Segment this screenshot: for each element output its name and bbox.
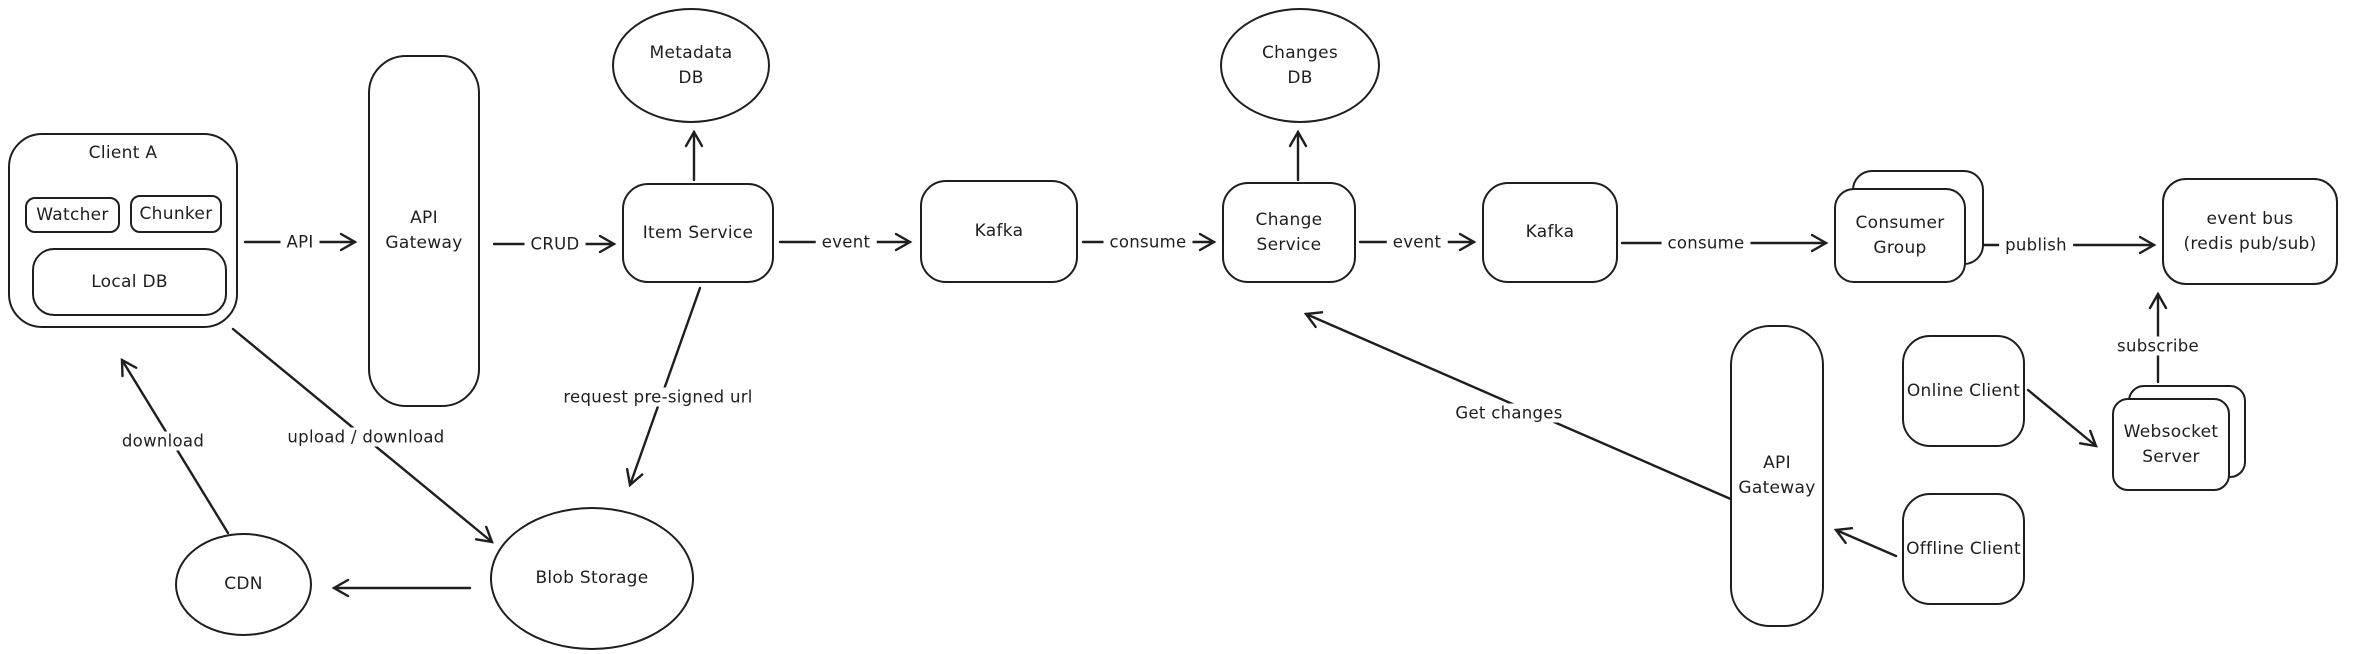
- local-db-label: Local DB: [91, 271, 168, 292]
- watcher-box: Watcher: [25, 197, 120, 233]
- kafka-1-label: Kafka: [974, 221, 1024, 242]
- cdn-label: CDN: [224, 574, 263, 595]
- blob-storage-label: Blob Storage: [535, 568, 649, 589]
- edge-label-get-changes: Get changes: [1449, 403, 1569, 423]
- edge-label-consume-2: consume: [1661, 233, 1751, 253]
- arrow-offlineclient-to-gateway2: [1833, 527, 1898, 558]
- offline-client-label: Offline Client: [1906, 538, 2021, 559]
- event-bus-label: event bus (redis pub/sub): [2183, 208, 2317, 254]
- edge-label-api: API: [280, 232, 320, 252]
- websocket-server-label: Websocket Server: [2123, 421, 2219, 467]
- edge-label-subscribe: subscribe: [2111, 336, 2205, 356]
- chunker-label: Chunker: [139, 203, 213, 224]
- edge-label-consume-1: consume: [1103, 232, 1193, 252]
- metadata-db-label: Metadata DB: [649, 42, 733, 88]
- api-gateway-2-label: API Gateway: [1738, 453, 1816, 498]
- kafka-1-box: Kafka: [920, 180, 1078, 283]
- online-client-label: Online Client: [1906, 380, 2021, 401]
- api-gateway-2-box: API Gateway: [1730, 325, 1824, 627]
- metadata-db-ellipse: Metadata DB: [612, 8, 770, 123]
- edge-label-download: download: [115, 431, 211, 451]
- edge-label-crud: CRUD: [524, 234, 586, 254]
- consumer-group-box: Consumer Group: [1834, 188, 1966, 283]
- kafka-2-label: Kafka: [1525, 222, 1575, 243]
- changes-db-ellipse: Changes DB: [1220, 8, 1380, 123]
- edge-label-upload-download: upload / download: [281, 427, 451, 447]
- offline-client-box: Offline Client: [1902, 493, 2025, 605]
- client-a-label: Client A: [88, 143, 158, 163]
- edge-label-event-2: event: [1386, 232, 1448, 252]
- local-db-box: Local DB: [32, 248, 227, 316]
- arrow-itemservice-to-blobstorage: [625, 286, 702, 488]
- chunker-box: Chunker: [130, 195, 222, 233]
- change-service-box: Change Service: [1222, 182, 1356, 283]
- api-gateway-1-label: API Gateway: [385, 208, 463, 253]
- online-client-box: Online Client: [1902, 335, 2025, 447]
- cdn-ellipse: CDN: [175, 533, 312, 636]
- item-service-label: Item Service: [642, 222, 754, 243]
- websocket-server-box: Websocket Server: [2112, 398, 2230, 491]
- changes-db-label: Changes DB: [1261, 42, 1339, 88]
- event-bus-box: event bus (redis pub/sub): [2162, 178, 2338, 285]
- blob-storage-ellipse: Blob Storage: [490, 507, 694, 650]
- kafka-2-box: Kafka: [1482, 182, 1618, 283]
- edge-label-publish: publish: [1999, 235, 2073, 255]
- item-service-box: Item Service: [622, 183, 774, 283]
- edge-label-event-1: event: [815, 232, 877, 252]
- api-gateway-1-box: API Gateway: [368, 55, 480, 407]
- edge-label-request-presigned-url: request pre-signed url: [557, 387, 759, 407]
- watcher-label: Watcher: [36, 204, 109, 225]
- consumer-group-label: Consumer Group: [1855, 212, 1945, 258]
- arrow-onlineclient-to-websocket: [2026, 388, 2098, 448]
- change-service-label: Change Service: [1255, 209, 1323, 255]
